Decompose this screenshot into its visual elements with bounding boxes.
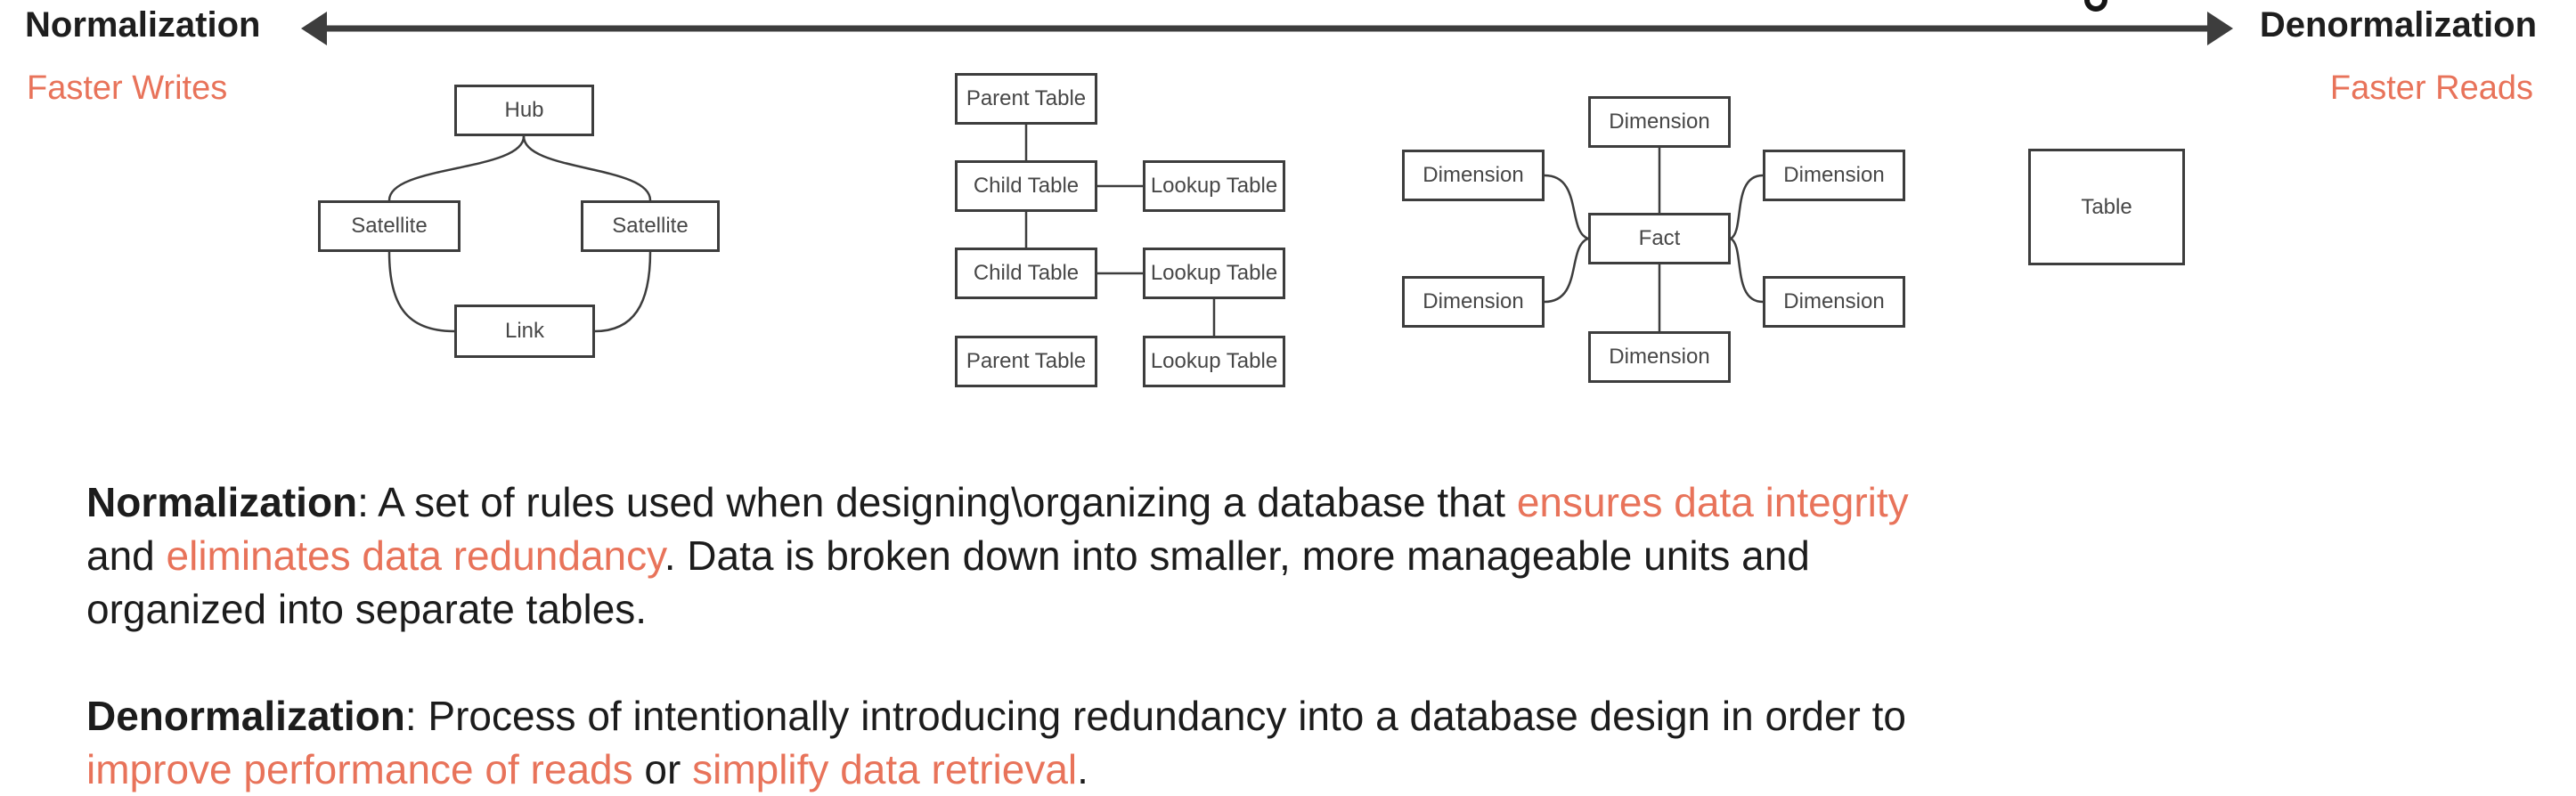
- cropped-text-fragment: [2084, 0, 2107, 12]
- faster-writes-label: Faster Writes: [27, 69, 228, 107]
- node-satellite-right: Satellite: [581, 200, 720, 252]
- double-arrow-icon: [301, 12, 2233, 45]
- star-connectors: [1544, 148, 1764, 331]
- denormalization-axis-label: Denormalization: [2259, 5, 2537, 45]
- node-hub: Hub: [454, 85, 594, 136]
- node-child-table-2: Child Table: [955, 248, 1097, 299]
- node-fact: Fact: [1588, 213, 1731, 264]
- denormalization-definition: Denormalization: Process of intentionall…: [86, 689, 1909, 796]
- data-vault-diagram: Hub Satellite Satellite Link: [312, 80, 730, 365]
- node-lookup-table-1: Lookup Table: [1143, 160, 1285, 212]
- node-parent-table-top: Parent Table: [955, 73, 1097, 125]
- normalized-connectors: [1024, 125, 1216, 336]
- normalization-definition-line-3: organized into separate tables.: [86, 586, 648, 632]
- node-dimension-left-bottom: Dimension: [1402, 276, 1545, 328]
- denormalization-definition-line-1: Denormalization: Process of intentionall…: [86, 693, 1907, 739]
- normalization-definition: Normalization: A set of rules used when …: [86, 475, 1909, 636]
- normalization-definition-line-1: Normalization: A set of rules used when …: [86, 479, 1909, 525]
- node-dimension-top: Dimension: [1588, 96, 1731, 148]
- normalization-definition-line-2: and eliminates data redundancy. Data is …: [86, 532, 1810, 579]
- data-vault-connectors: [387, 135, 652, 333]
- node-dimension-bottom: Dimension: [1588, 331, 1731, 383]
- node-link: Link: [454, 305, 595, 358]
- node-dimension-right-bottom: Dimension: [1763, 276, 1905, 328]
- single-table-diagram: Table: [2028, 149, 2185, 265]
- star-schema-diagram: Dimension Dimension Dimension Fact Dimen…: [1394, 93, 1911, 387]
- node-satellite-left: Satellite: [318, 200, 461, 252]
- node-lookup-table-3: Lookup Table: [1143, 336, 1285, 387]
- node-dimension-left-top: Dimension: [1402, 150, 1545, 201]
- node-dimension-right-top: Dimension: [1763, 150, 1905, 201]
- normalization-axis-label: Normalization: [25, 5, 261, 45]
- node-lookup-table-2: Lookup Table: [1143, 248, 1285, 299]
- node-child-table-1: Child Table: [955, 160, 1097, 212]
- normalized-tables-diagram: Parent Table Child Table Lookup Table Ch…: [949, 71, 1296, 392]
- node-table: Table: [2028, 149, 2185, 265]
- faster-reads-label: Faster Reads: [2329, 69, 2533, 107]
- definitions-block: Normalization: A set of rules used when …: [86, 475, 1909, 796]
- denormalization-definition-line-2: improve performance of reads or simplify…: [86, 746, 1088, 792]
- node-parent-table-bottom: Parent Table: [955, 336, 1097, 387]
